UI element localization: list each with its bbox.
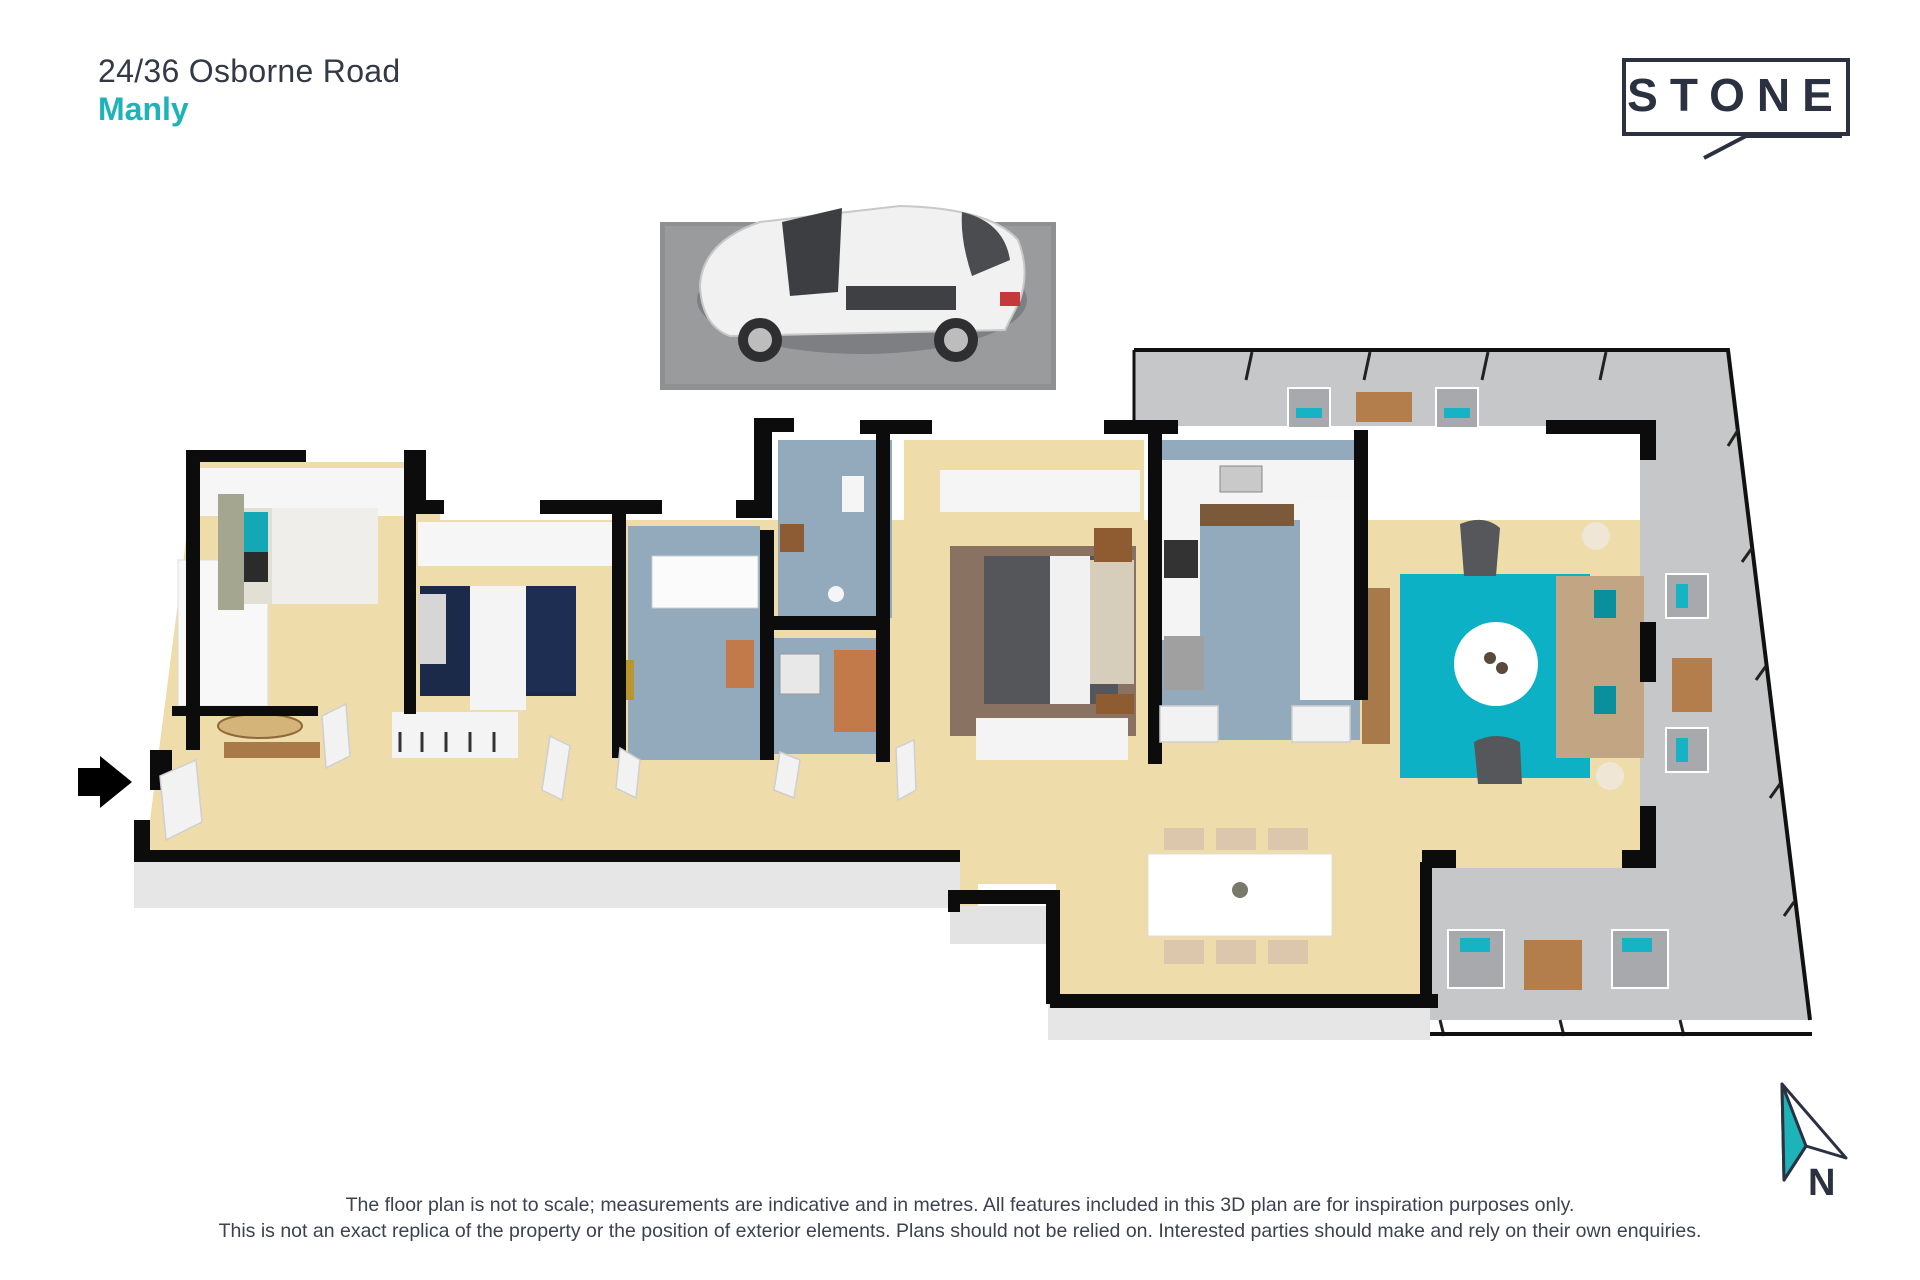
logo-frame: [1622, 58, 1850, 136]
logo-text: STONE: [1627, 69, 1845, 121]
living-room: [1400, 519, 1644, 790]
car-icon: [697, 204, 1027, 362]
property-address: 24/36 Osborne Road: [98, 53, 401, 89]
kitchen: [1160, 440, 1390, 744]
outdoor-furniture: [1287, 387, 1712, 990]
north-compass-icon: [1780, 1082, 1848, 1182]
compass-label: N: [1808, 1162, 1836, 1204]
interior-doors: [159, 702, 1351, 842]
logo-speech-tail: [1703, 134, 1842, 160]
bedroom-1: [177, 468, 406, 708]
laundry: [774, 638, 884, 754]
bathroom-2: [778, 440, 892, 618]
master-bedroom: [904, 440, 1144, 760]
title-block: 24/36 Osborne Road Manly: [98, 52, 401, 128]
disclaimer-line-1: The floor plan is not to scale; measurem…: [345, 1194, 1575, 1216]
bedroom-2: [392, 522, 618, 762]
walls: [134, 418, 1656, 1008]
stone-logo: STONE: [1622, 58, 1850, 162]
property-suburb: Manly: [98, 91, 189, 127]
exterior-wall-face: [134, 850, 1430, 1040]
bathroom-1: [622, 526, 760, 760]
disclaimer-line-2: This is not an exact replica of the prop…: [218, 1220, 1702, 1242]
disclaimer: The floor plan is not to scale; measurem…: [0, 1192, 1920, 1244]
dining-area: [1147, 828, 1333, 964]
entry-arrow-icon: [78, 756, 132, 808]
